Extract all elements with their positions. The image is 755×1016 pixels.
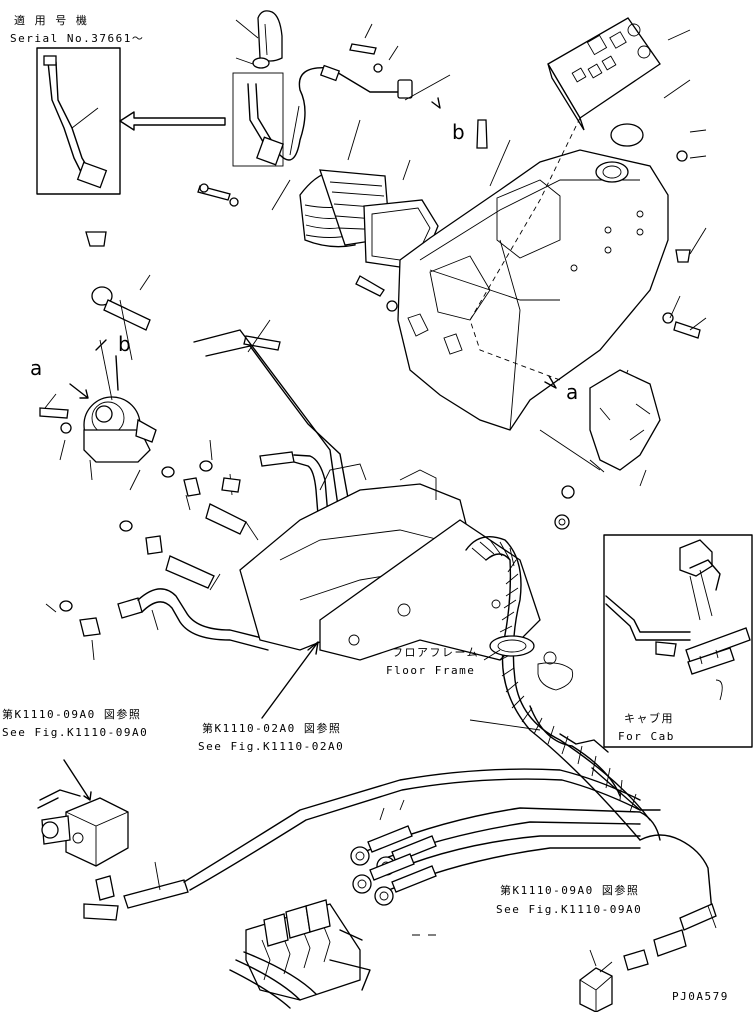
- floor-frame: [239, 463, 541, 661]
- ref-09a0-left-jp: 第K1110-09A0 図参照: [2, 708, 142, 721]
- hose-group: [350, 799, 713, 936]
- floor-frame-label-en: Floor Frame: [386, 664, 476, 677]
- control-valve-manifold: [229, 899, 371, 1009]
- bolts: [39, 43, 701, 530]
- serial-label-jp: 適 用 号 機: [14, 14, 89, 27]
- ppc-valve: [69, 299, 157, 463]
- leader-lines: [44, 23, 707, 661]
- serial-label-en: Serial No.37661～: [10, 32, 145, 45]
- cab-label-jp: キャブ用: [624, 712, 674, 725]
- console: [397, 17, 669, 431]
- serial-variant-inset: [36, 47, 121, 195]
- ref-09a0-right-jp: 第K1110-09A0 図参照: [500, 884, 640, 897]
- lever-assembly: [232, 10, 413, 211]
- marker-a-left: a: [30, 356, 43, 380]
- marker-b-left: b: [118, 332, 131, 356]
- arrow-to-inset: [119, 111, 226, 131]
- reference-arrows: [95, 97, 441, 391]
- bracket: [539, 369, 661, 473]
- right-fitting: [579, 903, 717, 1013]
- ref-02a0-en: See Fig.K1110-02A0: [198, 740, 345, 753]
- drawing-code: PJ0A579: [672, 990, 729, 1003]
- cab-inset: [603, 534, 753, 748]
- marker-b-top: b: [452, 120, 465, 144]
- ref-09a0-left-en: See Fig.K1110-09A0: [2, 726, 149, 739]
- cab-label-en: For Cab: [618, 730, 675, 743]
- ref-09a0-right-en: See Fig.K1110-09A0: [496, 903, 643, 916]
- floor-frame-label-jp: フロアフレーム: [392, 646, 480, 659]
- marker-a-right: a: [566, 380, 579, 404]
- solenoid-block: [37, 759, 641, 921]
- ref-02a0-jp: 第K1110-02A0 図参照: [202, 722, 342, 735]
